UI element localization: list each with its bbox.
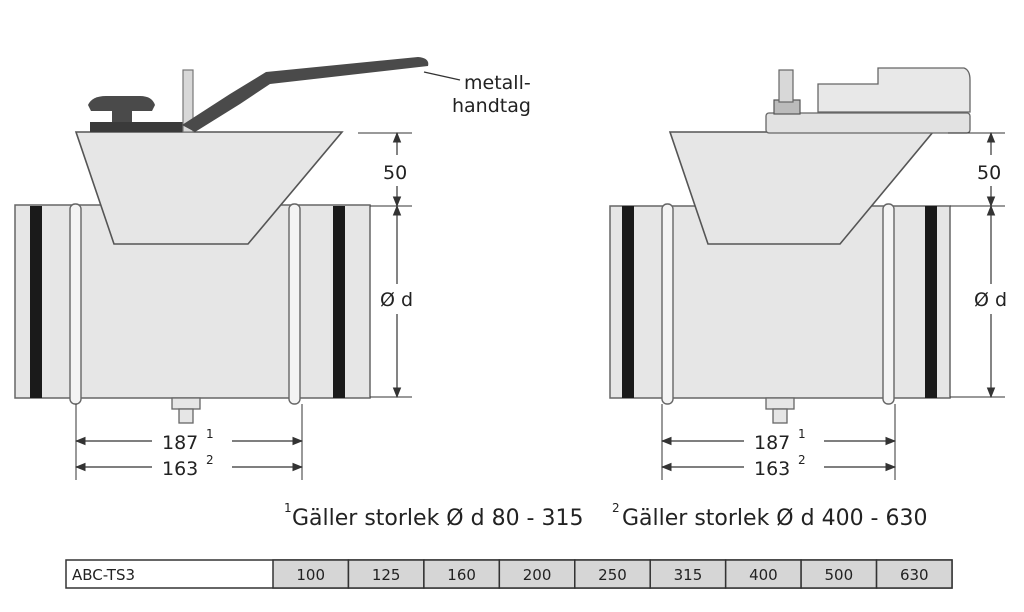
right-height-label: 50	[977, 162, 1001, 184]
left-rib-left	[69, 203, 82, 405]
left-gasket-outer-left	[30, 206, 42, 398]
left-locking-knob	[88, 96, 155, 111]
left-view-manual-damper: metall- handtag 50 Ø d 187 1 163 2	[14, 57, 531, 480]
size-table-cells: 100 125 160 200 250 315 400 500 630	[272, 559, 953, 589]
right-length1-label: 187	[754, 432, 790, 454]
right-gasket-outer-left	[622, 206, 634, 398]
footnote-2-sup: 2	[612, 501, 620, 515]
size-cell-value: 250	[598, 566, 627, 584]
right-rib-right	[882, 203, 895, 405]
right-diameter-label: Ø d	[974, 289, 1007, 311]
actuator-spindle	[778, 69, 794, 103]
callout-label-line1: metall-	[464, 72, 531, 94]
size-cell-value: 500	[825, 566, 854, 584]
right-length2-label: 163	[754, 458, 790, 480]
left-handle-base	[90, 122, 190, 132]
left-height-label: 50	[383, 162, 407, 184]
left-length2-sup: 2	[206, 453, 214, 467]
left-rib-right	[288, 203, 301, 405]
size-cell-value: 200	[523, 566, 552, 584]
right-length1-sup: 1	[798, 427, 806, 441]
footnotes: 1 Gäller storlek Ø d 80 - 315 2 Gäller s…	[284, 501, 927, 531]
footnote-1-sup: 1	[284, 501, 292, 515]
footnote-1-text: Gäller storlek Ø d 80 - 315	[292, 506, 583, 531]
actuator-motor-housing	[817, 67, 971, 113]
right-gasket-outer-right	[925, 206, 937, 398]
left-shaft-end	[178, 408, 194, 424]
right-rib-left	[661, 203, 674, 405]
left-shaft-stub	[171, 397, 201, 410]
footnote-2-text: Gäller storlek Ø d 400 - 630	[622, 506, 927, 531]
size-cell-value: 315	[674, 566, 703, 584]
size-table: ABC-TS3 100 125 160 200 250 315 400 500 630	[65, 559, 953, 589]
size-cell-bg	[423, 559, 501, 589]
right-length2-sup: 2	[798, 453, 806, 467]
right-shaft-end	[772, 408, 788, 424]
size-cell-bg	[800, 559, 878, 589]
callout-leader	[423, 71, 461, 81]
left-handle-pin	[182, 69, 194, 133]
left-gasket-outer-right	[333, 206, 345, 398]
right-shaft-stub	[765, 397, 795, 410]
metal-handle-lever	[182, 57, 429, 132]
left-knob-stem	[112, 111, 132, 123]
left-length2-label: 163	[162, 458, 198, 480]
size-cell-bg	[574, 559, 651, 589]
size-cell-value: 160	[447, 566, 476, 584]
right-view-motorized-damper: 50 Ø d 187 1 163 2	[609, 67, 1007, 480]
left-length1-sup: 1	[206, 427, 214, 441]
size-cell-bg	[875, 559, 953, 589]
size-cell-value: 100	[296, 566, 325, 584]
left-diameter-label: Ø d	[380, 289, 413, 311]
size-cell-bg	[272, 559, 350, 589]
left-length1-label: 187	[162, 432, 198, 454]
size-cell-value: 630	[900, 566, 929, 584]
size-table-model: ABC-TS3	[72, 566, 135, 584]
actuator-base-plate	[765, 112, 971, 134]
left-housing	[74, 131, 344, 245]
size-cell-value: 400	[749, 566, 778, 584]
size-cell-value: 125	[372, 566, 401, 584]
size-cell-bg	[649, 559, 727, 589]
callout-label-line2: handtag	[452, 95, 531, 117]
